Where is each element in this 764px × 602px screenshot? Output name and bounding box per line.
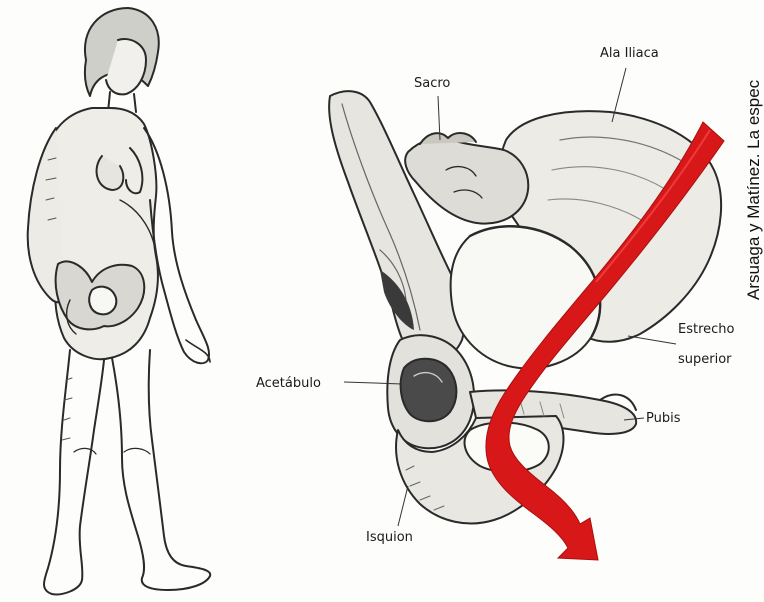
label-estrecho: Estrecho	[678, 322, 734, 338]
credit-text: Arsuaga y Matínez. La espec	[744, 80, 764, 300]
label-pubis: Pubis	[646, 411, 681, 427]
pelvis-illustration	[329, 91, 721, 523]
woman-figure-illustration	[28, 8, 211, 594]
label-ala-iliaca: Ala Iliaca	[600, 46, 659, 62]
label-sacro: Sacro	[414, 76, 450, 92]
label-acetabulo: Acetábulo	[256, 376, 321, 392]
label-superior: superior	[678, 352, 732, 368]
label-isquion: Isquion	[366, 530, 413, 546]
